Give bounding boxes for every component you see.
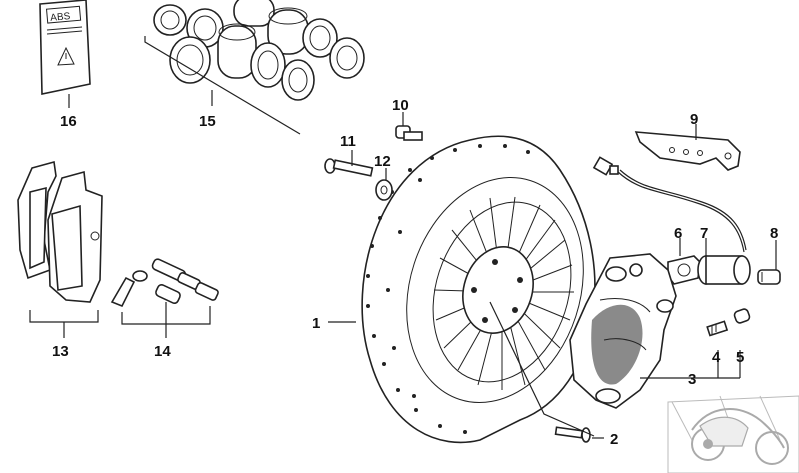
brake-disc-part[interactable] — [361, 135, 611, 444]
dust-cap-part[interactable] — [733, 308, 751, 324]
callout-1: 1 — [312, 315, 320, 332]
mounting-bolt-part[interactable] — [395, 125, 423, 141]
callout-12: 12 — [374, 153, 391, 170]
callout-10: 10 — [392, 97, 409, 114]
callout-13: 13 — [52, 343, 69, 360]
disc-bolt-part[interactable] — [554, 426, 591, 443]
warning-triangle-icon — [57, 46, 75, 66]
callout-9: 9 — [690, 111, 698, 128]
sensor-gasket-part[interactable] — [667, 255, 701, 285]
disc-drill-holes — [366, 144, 530, 434]
abs-sensor-cable-part[interactable] — [592, 156, 747, 253]
callout-15: 15 — [199, 113, 216, 130]
callout-2: 2 — [610, 431, 618, 448]
callout-11: 11 — [340, 133, 356, 150]
brake-caliper-part[interactable] — [569, 253, 677, 409]
abs-label-part[interactable]: ABS — [39, 0, 91, 95]
bleed-screw-part[interactable] — [706, 320, 729, 337]
callout-4: 4 — [712, 349, 721, 366]
sensor-bracket-part[interactable] — [634, 131, 741, 171]
pins-clip-part[interactable] — [110, 258, 219, 308]
callout-5: 5 — [736, 349, 744, 366]
abs-label-text: ABS — [50, 11, 71, 24]
abs-sensor-part[interactable] — [697, 255, 751, 285]
callout-14: 14 — [154, 343, 171, 360]
callout-3: 3 — [688, 371, 696, 388]
washer-part[interactable] — [375, 179, 393, 201]
callout-8: 8 — [770, 225, 778, 242]
motorcycle-thumbnail-icon — [667, 395, 799, 473]
seal-kit-part[interactable] — [153, 0, 365, 101]
callout-7: 7 — [700, 225, 708, 242]
callout-6: 6 — [674, 225, 682, 242]
caliper-bolt-part[interactable] — [324, 158, 374, 177]
brake-pads-part[interactable] — [17, 160, 103, 303]
sensor-screw-part[interactable] — [757, 269, 781, 285]
callout-16: 16 — [60, 113, 77, 130]
